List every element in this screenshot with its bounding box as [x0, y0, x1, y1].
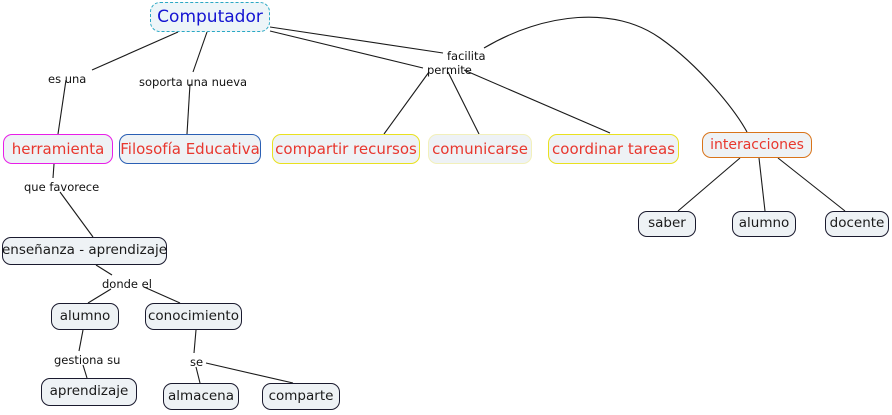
- node-aprendizaje[interactable]: aprendizaje: [41, 378, 137, 406]
- edge-label-soporta-una-nueva: soporta una nueva: [139, 75, 248, 89]
- node-herramienta-label: herramienta: [11, 139, 105, 158]
- edge-interacciones-alumno: [758, 157, 766, 212]
- edge-computador-soporta: [192, 31, 208, 73]
- edge-interacciones-docente: [777, 157, 846, 212]
- edge-se-comparte: [205, 362, 294, 384]
- node-computador-label: Computador: [157, 6, 263, 27]
- edge-computador-es-una: [91, 31, 179, 71]
- edge-alumno-gestiona-su: [78, 329, 84, 352]
- node-ensenanza-aprendizaje[interactable]: enseñanza - aprendizaje: [2, 237, 167, 265]
- edge-label-permite: permite: [427, 63, 472, 77]
- node-alumno-label: alumno: [59, 307, 111, 324]
- node-alumno[interactable]: alumno: [51, 303, 119, 330]
- edge-label-gestiona-su: gestiona su: [54, 353, 121, 367]
- edge-permite-comunicarse: [447, 71, 480, 135]
- node-filosofia-educativa[interactable]: Filosofía Educativa: [119, 134, 261, 164]
- node-almacena-label: almacena: [168, 387, 235, 404]
- node-computador[interactable]: Computador: [150, 2, 270, 32]
- node-interacciones[interactable]: interacciones: [702, 132, 812, 158]
- node-ensenanza-aprendizaje-label: enseñanza - aprendizaje: [1, 242, 168, 259]
- edge-computador-permite: [269, 30, 424, 69]
- edge-que-favorece-ensenanza: [59, 191, 94, 238]
- node-alumno-interaccion[interactable]: alumno: [732, 211, 796, 237]
- node-coordinar-tareas[interactable]: coordinar tareas: [548, 134, 679, 164]
- node-comparte[interactable]: comparte: [262, 383, 340, 410]
- node-saber-label: saber: [648, 215, 686, 232]
- edge-permite-compartir: [383, 71, 430, 135]
- edge-donde-el-conocimiento: [143, 286, 181, 304]
- edge-gestiona-su-aprendizaje: [82, 364, 88, 379]
- node-comunicarse-label: comunicarse: [432, 139, 528, 158]
- edge-computador-facilita: [269, 26, 444, 54]
- edge-interacciones-saber: [677, 157, 741, 212]
- node-comunicarse[interactable]: comunicarse: [428, 134, 532, 164]
- edge-herramienta-que-favorece: [52, 163, 55, 179]
- node-saber[interactable]: saber: [638, 211, 696, 237]
- node-coordinar-tareas-label: coordinar tareas: [552, 139, 675, 158]
- edge-se-almacena: [195, 366, 201, 384]
- node-docente-label: docente: [829, 215, 885, 232]
- edge-facilita-interacciones: [483, 16, 748, 133]
- node-alumno-interaccion-label: alumno: [738, 215, 790, 232]
- edge-label-que-favorece: que favorece: [24, 180, 100, 194]
- node-docente[interactable]: docente: [825, 211, 889, 237]
- node-compartir-recursos-label: compartir recursos: [275, 139, 417, 158]
- node-filosofia-educativa-label: Filosofía Educativa: [120, 139, 260, 158]
- edge-label-donde-el: donde el: [102, 277, 152, 291]
- edge-label-es-una: es una: [48, 72, 87, 86]
- edge-donde-el-alumno: [87, 288, 112, 304]
- node-almacena[interactable]: almacena: [163, 383, 239, 410]
- edge-label-se: se: [190, 355, 204, 369]
- edge-es-una-herramienta: [57, 79, 67, 135]
- node-comparte-label: comparte: [268, 387, 334, 404]
- edge-ensenanza-donde-el: [95, 264, 113, 276]
- node-compartir-recursos[interactable]: compartir recursos: [272, 134, 420, 164]
- node-interacciones-label: interacciones: [710, 137, 804, 153]
- node-herramienta[interactable]: herramienta: [3, 134, 113, 164]
- edge-label-facilita: facilita: [447, 49, 486, 63]
- edge-conocimiento-se: [193, 329, 197, 354]
- node-conocimiento[interactable]: conocimiento: [145, 303, 242, 330]
- node-conocimiento-label: conocimiento: [148, 307, 239, 324]
- edge-soporta-filosofia: [186, 83, 191, 135]
- node-aprendizaje-label: aprendizaje: [49, 383, 129, 400]
- edge-permite-coordinar: [463, 69, 611, 134]
